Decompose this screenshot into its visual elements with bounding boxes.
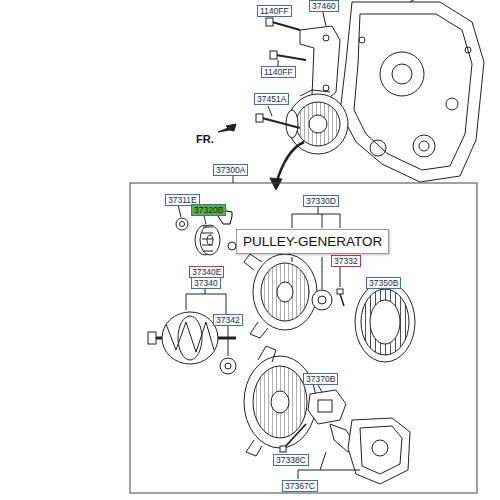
direction-label: FR.	[196, 134, 214, 144]
callout-number: 1140FF	[261, 66, 296, 78]
callout-number: 37451A	[254, 93, 289, 105]
callout-number: 37332	[331, 255, 361, 267]
callout-number: 37370B	[303, 373, 338, 385]
callout-number: 37342	[213, 314, 243, 326]
callout-number: 37320B	[191, 204, 226, 216]
callout-number: 37338C	[273, 454, 309, 466]
tooltip-box: PULLEY-GENERATOR	[236, 229, 389, 254]
callout-number: 37367C	[282, 480, 318, 492]
tooltip-text: PULLEY-GENERATOR	[243, 234, 382, 249]
callout-number: 37340	[191, 277, 221, 289]
callout-number: 37300A	[213, 164, 248, 176]
callout-number: 37330D	[303, 195, 339, 207]
callout-number: 37350B	[366, 277, 401, 289]
callout-number: 1140FF	[257, 5, 292, 17]
callout-number: 37460	[309, 0, 339, 12]
